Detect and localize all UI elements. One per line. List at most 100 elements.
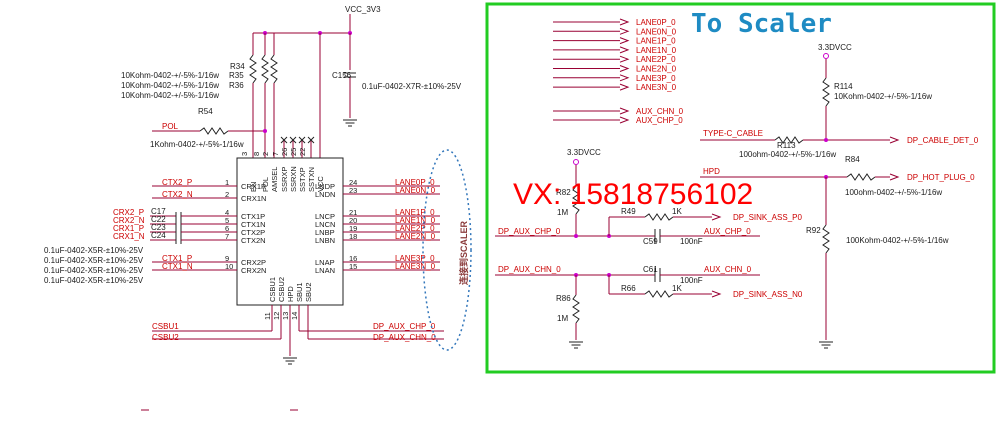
r35-value: 10Kohm-0402-+/-5%-1/16w <box>121 81 219 90</box>
ic-top-pin-name: SSTXN <box>307 167 316 192</box>
ic-right-net-label: LANE2N_0 <box>395 232 436 241</box>
r82-body <box>572 185 580 215</box>
lane-arrow <box>619 27 630 35</box>
ic-left-pin-name: CRX2N <box>241 266 266 275</box>
ic-bottom-pin-name: HPD <box>286 286 295 302</box>
watermark-text: VX: 15818756102 <box>513 178 753 211</box>
r54-body <box>199 127 229 135</box>
lane-net-label: LANE2P_0 <box>636 55 676 64</box>
r86-body <box>572 294 580 324</box>
aux-n-net: DP_AUX_CHN_0 <box>373 333 436 342</box>
aux-chp-out: AUX_CHP_0 <box>636 116 683 125</box>
r49-value: 1K <box>672 207 682 216</box>
lane-arrow <box>619 37 630 45</box>
ic-bottom-pin-number: 11 <box>263 312 272 320</box>
c59-value: 100nF <box>680 237 703 246</box>
r114-body <box>822 77 830 107</box>
cap-c17-label: C17 <box>151 207 166 216</box>
r82-label: R82 <box>556 188 571 197</box>
ic-right-net-label: LANE1N_0 <box>395 216 436 225</box>
dp-aux-chn-net: DP_AUX_CHN_0 <box>498 265 561 274</box>
csbu1-net: CSBU1 <box>152 322 179 331</box>
ic-left-net-label: CTX1_N <box>162 262 193 271</box>
dp-aux-chp-net: DP_AUX_CHP_0 <box>498 227 561 236</box>
ic-right-pin-number: 15 <box>349 262 357 271</box>
ic-left-pin-number: 7 <box>225 232 229 241</box>
lane-net-label: LANE1N_0 <box>636 46 677 55</box>
ic-left-net-label: CRX1_P <box>113 224 144 233</box>
r54-label: R54 <box>198 107 213 116</box>
ic-top-pin-name: EN <box>249 182 258 192</box>
lane-arrow <box>619 18 630 26</box>
r34-body <box>249 54 257 84</box>
dp-sink-p-net: DP_SINK_ASS_P0 <box>733 213 802 222</box>
lane-net-label: LANE3N_0 <box>636 83 677 92</box>
ic-left-pin-name: CRX1P <box>241 182 266 191</box>
ic-bottom-pin-name: SBU2 <box>304 282 313 302</box>
ic-left-pin-name: CTX1N <box>241 220 266 229</box>
r36-value: 10Kohm-0402-+/-5%-1/16w <box>121 91 219 100</box>
c156-value: 0.1uF-0402-X7R-±10%-25V <box>362 82 462 91</box>
ic-right-net-label: LANE2P_0 <box>395 224 435 233</box>
ic-top-pin-name: AMSEL <box>270 167 279 192</box>
cap-value-4: 0.1uF-0402-X5R-±10%-25V <box>44 276 144 285</box>
ic-right-net-label: LANE0N_0 <box>395 186 436 195</box>
ic-right-pin-number: 23 <box>349 186 357 195</box>
r113-value: 100ohm-0402-+/-5%-1/16w <box>739 150 836 159</box>
r35-label: R35 <box>229 71 244 80</box>
ic-bottom-pin-name: SBU1 <box>295 282 304 302</box>
r34-value: 10Kohm-0402-+/-5%-1/16w <box>121 71 219 80</box>
r113-body <box>774 136 804 144</box>
c156-label: C156 <box>332 71 352 80</box>
ic-top-pin-name: VCC <box>316 176 325 192</box>
lane-net-label: LANE1P_0 <box>636 37 676 46</box>
ic-top-pin-name: SSRXP <box>280 167 289 192</box>
section-title: To Scaler <box>691 9 832 39</box>
r66-value: 1K <box>672 284 682 293</box>
ic-top-pin-number: 2 <box>261 152 270 156</box>
scaler-frame <box>485 2 996 374</box>
ic-bottom-pin-number: 12 <box>272 312 281 320</box>
vcc-main-label: VCC_3V3 <box>345 5 381 14</box>
r114-value: 10Kohm-0402-+/-5%-1/16w <box>834 92 932 101</box>
r66-label: R66 <box>621 284 636 293</box>
ic-bottom-pin-name: CSBU1 <box>268 277 277 302</box>
r114-label: R114 <box>834 82 853 91</box>
ic-right-net-label: LANE3P_0 <box>395 254 435 263</box>
r84-value: 100ohm-0402-+/-5%-1/16w <box>845 188 942 197</box>
c61-label: C61 <box>643 265 658 274</box>
ic-top-pin-name: SSRXN <box>289 166 298 192</box>
dp-hot-plug-net: DP_HOT_PLUG_0 <box>907 173 975 182</box>
dp-sink-n-net: DP_SINK_ASS_N0 <box>733 290 803 299</box>
cap-value-1: 0.1uF-0402-X5R-±10%-25V <box>44 246 144 255</box>
r82-value: 1M <box>557 208 568 217</box>
ic-left-pin-number: 10 <box>225 262 233 271</box>
cap-value-3: 0.1uF-0402-X5R-±10%-25V <box>44 266 144 275</box>
lane-arrow <box>619 74 630 82</box>
scaler-tag: 连接到SCALER <box>458 220 469 285</box>
ic-right-pin-number: 16 <box>349 254 357 263</box>
ic-left-pin-number: 9 <box>225 254 229 263</box>
ic-left-pin-number: 6 <box>225 224 229 233</box>
r36-label: R36 <box>229 81 244 90</box>
ic-right-pin-name: LNAN <box>315 266 335 275</box>
r92-value: 100Kohm-0402-+/-5%-1/16w <box>846 236 949 245</box>
r84-body <box>846 173 876 181</box>
dp-cable-det-net: DP_CABLE_DET_0 <box>907 136 979 145</box>
r86-value: 1M <box>557 314 568 323</box>
r34-label: R34 <box>230 62 245 71</box>
ic-right-pin-name: LNDN <box>315 190 335 199</box>
r92-label: R92 <box>806 226 821 235</box>
cap-c22-label: C22 <box>151 215 166 224</box>
ic-top-pin-name: SSTXP <box>298 167 307 192</box>
aux-p-net: DP_AUX_CHP_0 <box>373 322 436 331</box>
r49-label: R49 <box>621 207 636 216</box>
scaler-group-ellipse <box>422 149 472 351</box>
lane-arrow <box>619 65 630 72</box>
ic-left-net-label: CRX2_N <box>113 216 145 225</box>
ic-left-net-label: CRX2_P <box>113 208 144 217</box>
r54-value: 1Kohm-0402-+/-5%-1/16w <box>150 140 244 149</box>
ic-left-net-label: CRX1_N <box>113 232 145 241</box>
ic-right-pin-number: 19 <box>349 224 357 233</box>
r92-body <box>822 224 830 254</box>
